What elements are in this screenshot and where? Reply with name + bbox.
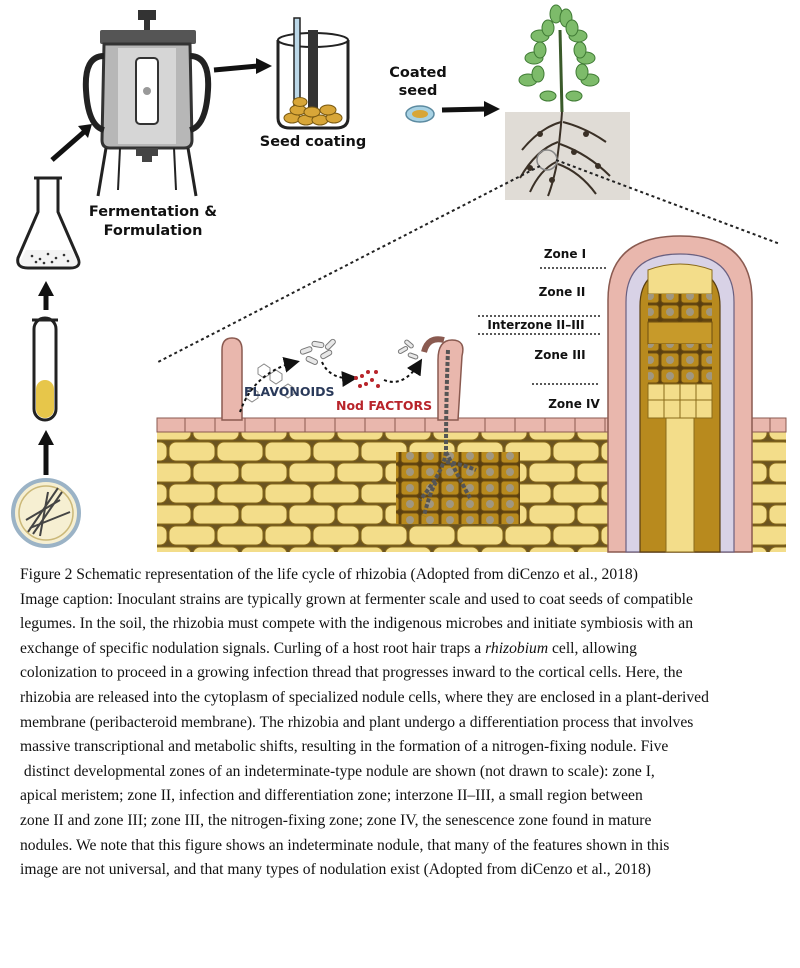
caption-line: zone II and zone III; zone III, the nitr…	[20, 811, 652, 829]
zone-ii-label: Zone II	[539, 285, 586, 299]
rhizobia-lifecycle-diagram: Fermentation & Formulation Seed coating …	[11, 4, 787, 553]
seed-coating-beaker-icon	[276, 17, 350, 130]
right-arrow-icon	[213, 58, 272, 74]
caption-line: membrane (peribacteroid membrane). The r…	[20, 713, 694, 731]
flavonoids-label: FLAVONOIDS	[244, 384, 335, 399]
fermentation-label: Fermentation &	[89, 204, 218, 220]
indeterminate-nodule	[607, 235, 753, 553]
caption-text: exchange of specific nodulation signals.…	[20, 639, 482, 657]
interzone-label: Interzone II–III	[487, 318, 584, 332]
curled-root-hair	[421, 336, 464, 421]
caption-italic-term: rhizobium	[485, 639, 549, 657]
up-arrow-icon	[38, 281, 54, 310]
seed-coating-label: Seed coating	[260, 134, 366, 150]
caption-line: nodules. We note that this figure shows …	[20, 836, 670, 854]
petri-dish-icon	[11, 478, 81, 548]
caption-line: exchange of specific nodulation signals.…	[20, 637, 795, 662]
coated-seed-label: Coated	[389, 65, 447, 81]
bacteria-cluster	[299, 338, 336, 365]
infection-thread	[418, 349, 477, 517]
caption-text: cell, allowing	[552, 639, 637, 657]
root-hair	[221, 337, 243, 421]
diagonal-arrow-icon	[50, 124, 92, 162]
right-arrow-icon	[441, 101, 500, 117]
coated-seed-icon	[405, 105, 435, 123]
caption-line: Image caption: Inoculant strains are typ…	[20, 590, 693, 608]
coated-seed-label-2: seed	[399, 83, 438, 99]
caption-line: image are not universal, and that many t…	[20, 861, 651, 879]
legume-plant-icon	[505, 4, 630, 200]
zone-iv-label: Zone IV	[548, 397, 600, 411]
caption-line: massive transcriptional and metabolic sh…	[20, 738, 669, 756]
caption-line: apical meristem; zone II, infection and …	[20, 787, 643, 805]
formulation-label-2: Formulation	[104, 223, 203, 239]
caption-line: rhizobia are released into the cytoplasm…	[20, 688, 709, 706]
fermenter-icon	[82, 10, 212, 197]
signal-arrow	[321, 361, 358, 387]
caption-title: Figure 2 Schematic representation of the…	[20, 566, 638, 583]
zoom-line-left	[157, 165, 541, 363]
figure-caption: Figure 2 Schematic representation of the…	[20, 563, 795, 883]
nod-factor-molecules	[354, 370, 380, 388]
flask-icon	[16, 176, 81, 270]
bacteria-cluster	[397, 339, 419, 360]
caption-line: distinct developmental zones of an indet…	[20, 762, 655, 780]
zone-iii-label: Zone III	[534, 348, 585, 362]
up-arrow-icon	[38, 430, 54, 475]
zone-i-label: Zone I	[544, 247, 586, 261]
infected-cells-region	[396, 452, 520, 524]
signal-arrow	[239, 357, 300, 413]
test-tube-icon	[32, 316, 58, 422]
nod-factors-label: Nod FACTORS	[336, 398, 432, 413]
zoom-line-right	[555, 159, 781, 245]
caption-line: legumes. In the soil, the rhizobia must …	[20, 615, 694, 633]
signal-arrow	[383, 358, 423, 383]
caption-line: colonization to proceed in a growing inf…	[20, 664, 683, 682]
